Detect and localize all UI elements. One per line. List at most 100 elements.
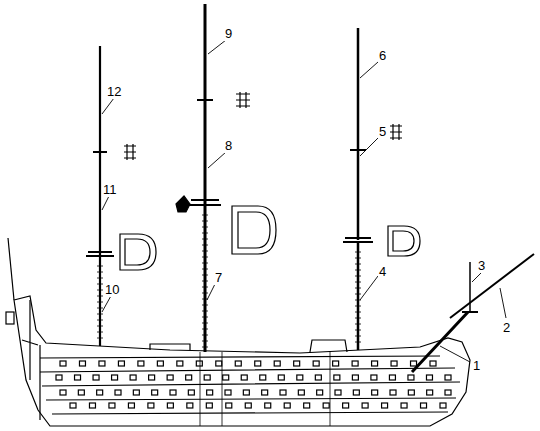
mast-band	[97, 290, 103, 291]
gunport	[304, 403, 310, 408]
gunport	[75, 375, 81, 380]
mast-band	[97, 296, 103, 297]
masts	[86, 4, 373, 352]
callout-number: 4	[378, 264, 387, 279]
mast-band	[97, 278, 103, 279]
gunport	[206, 403, 212, 408]
mast-band	[97, 272, 103, 273]
main-top-plan	[232, 206, 276, 254]
gunport	[157, 361, 163, 366]
gunport	[334, 375, 340, 380]
gunport	[99, 361, 105, 366]
callout-number: 7	[214, 270, 223, 285]
gunport	[170, 390, 176, 395]
gunport	[411, 361, 417, 366]
gunport	[167, 403, 173, 408]
gunport	[362, 403, 368, 408]
mast-band	[355, 276, 361, 277]
mast-band	[355, 330, 361, 331]
gunport	[260, 375, 266, 380]
mast-band	[97, 326, 103, 327]
gunport	[79, 361, 85, 366]
fore-top-plan	[388, 226, 420, 256]
gunport	[133, 390, 139, 395]
mast-band	[355, 336, 361, 337]
mast-band	[97, 266, 103, 267]
gunport	[391, 361, 397, 366]
gunport	[297, 375, 303, 380]
mast-band	[202, 323, 208, 324]
fore-crosstree-plan	[390, 124, 402, 140]
gunport	[97, 390, 103, 395]
gunport	[112, 375, 118, 380]
gunport	[167, 375, 173, 380]
mast-band	[97, 308, 103, 309]
mast-band	[202, 269, 208, 270]
top-figure	[176, 196, 190, 212]
mast-band	[202, 287, 208, 288]
callout-number: 8	[224, 138, 233, 153]
gunport	[440, 403, 446, 408]
gunport	[216, 361, 222, 366]
mast-band	[97, 338, 103, 339]
callout-number: 1	[472, 358, 481, 373]
mast-band	[355, 258, 361, 259]
mast-band	[202, 245, 208, 246]
mast-band	[97, 284, 103, 285]
gunport	[389, 375, 395, 380]
callout-number: 10	[104, 282, 120, 297]
gunport	[408, 375, 414, 380]
mast-band	[202, 257, 208, 258]
stern-gallery	[22, 300, 40, 420]
gunport	[226, 403, 232, 408]
gunport	[70, 403, 76, 408]
bowsprit	[412, 312, 468, 372]
ensign-staff	[8, 238, 14, 300]
mast-band	[355, 312, 361, 313]
gunport	[390, 390, 396, 395]
mast-bands	[97, 215, 361, 347]
gunport	[313, 361, 319, 366]
gunport	[56, 375, 62, 380]
gunport	[445, 390, 451, 395]
gunport	[372, 390, 378, 395]
deck-fittings	[150, 340, 347, 352]
gunport	[241, 375, 247, 380]
mast-band	[97, 314, 103, 315]
mast-band	[202, 215, 208, 216]
gunport	[130, 375, 136, 380]
callout-number: 12	[106, 84, 122, 99]
mizzenmast	[99, 46, 101, 346]
mast-band	[97, 320, 103, 321]
gunport	[372, 361, 378, 366]
gunport	[323, 403, 329, 408]
gunport	[255, 361, 261, 366]
gunport	[408, 390, 414, 395]
mast-band	[97, 332, 103, 333]
gunport	[188, 390, 194, 395]
gunport	[138, 361, 144, 366]
mast-band	[355, 318, 361, 319]
callout-number: 9	[224, 26, 233, 41]
mast-band	[202, 335, 208, 336]
mast-band	[202, 227, 208, 228]
mast-band	[355, 252, 361, 253]
spritsail-topmast	[469, 262, 471, 312]
gunport	[352, 375, 358, 380]
gunport	[60, 390, 66, 395]
gunport	[427, 390, 433, 395]
gunport	[245, 403, 251, 408]
gunport	[177, 361, 183, 366]
gunport	[223, 375, 229, 380]
mast-band	[355, 294, 361, 295]
gunport	[265, 403, 271, 408]
gunport	[335, 390, 341, 395]
gunport	[60, 361, 66, 366]
mast-band	[202, 311, 208, 312]
mainmast	[204, 4, 207, 352]
gunport	[278, 375, 284, 380]
hull	[14, 296, 470, 426]
gunport	[343, 403, 349, 408]
gunport	[262, 390, 268, 395]
